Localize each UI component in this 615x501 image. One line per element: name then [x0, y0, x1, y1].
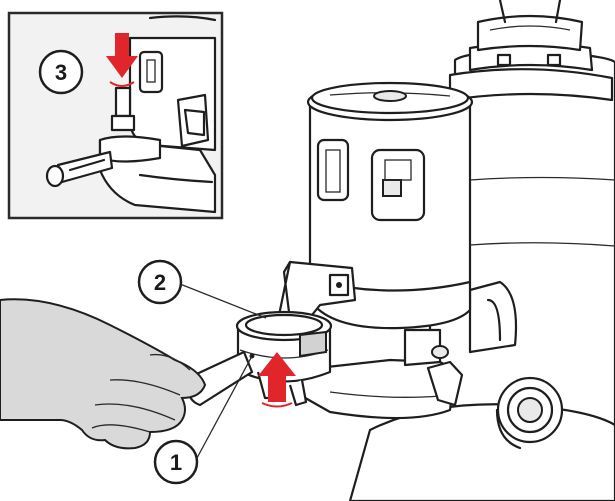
red-up-arrow-icon	[258, 352, 296, 408]
inset-portafilter	[45, 86, 162, 188]
red-down-arrow-icon	[106, 33, 138, 87]
portafilter	[186, 310, 333, 407]
inset-panel: 3	[7, 11, 224, 220]
hand-illustration	[0, 298, 207, 450]
portafilter-holder	[298, 328, 464, 420]
callout-3: 3	[38, 49, 84, 95]
callout-1: 1	[153, 353, 255, 485]
adjustment-knob	[495, 376, 564, 450]
callout-2-label: 2	[154, 270, 166, 295]
inset-grinder-body	[98, 15, 217, 214]
callout-3-label: 3	[55, 60, 67, 85]
callout-2: 2	[137, 259, 267, 319]
callout-1-label: 1	[170, 450, 182, 475]
grinder-right-body	[348, 0, 615, 501]
